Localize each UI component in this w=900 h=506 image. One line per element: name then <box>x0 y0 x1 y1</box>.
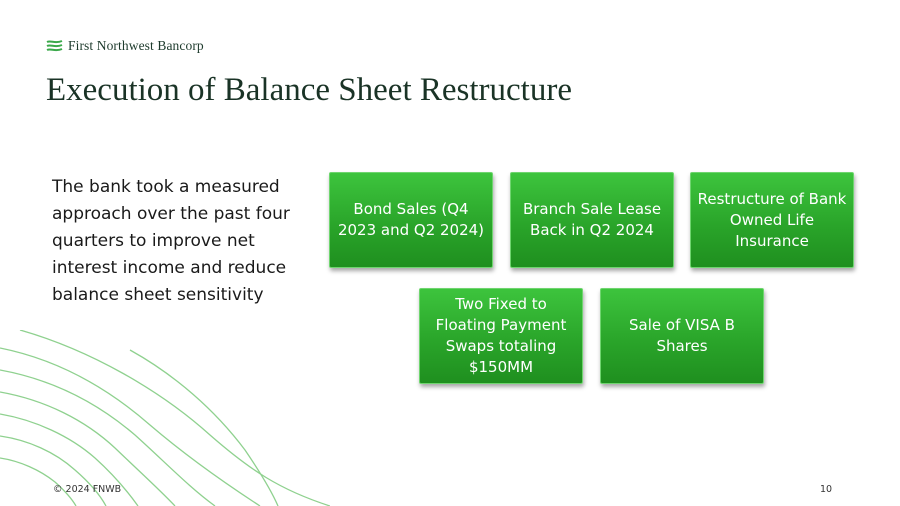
brand-name: First Northwest Bancorp <box>68 38 204 54</box>
body-text: The bank took a measured approach over t… <box>52 174 314 309</box>
page-number: 10 <box>820 484 832 495</box>
box-visa-b-shares: Sale of VISA B Shares <box>600 288 764 384</box>
footer-copyright: © 2024 FNWB <box>53 484 121 495</box>
box-bond-sales: Bond Sales (Q4 2023 and Q2 2024) <box>329 172 493 268</box>
wave-logo-icon <box>46 39 63 53</box>
brand-logo: First Northwest Bancorp <box>46 38 204 54</box>
decorative-wave-lines <box>0 330 330 506</box>
box-bank-owned-life-insurance: Restructure of Bank Owned Life Insurance <box>690 172 854 268</box>
slide-title: Execution of Balance Sheet Restructure <box>46 72 572 109</box>
box-branch-sale-lease-back: Branch Sale Lease Back in Q2 2024 <box>510 172 674 268</box>
box-fixed-to-floating-swaps: Two Fixed to Floating Payment Swaps tota… <box>419 288 583 384</box>
